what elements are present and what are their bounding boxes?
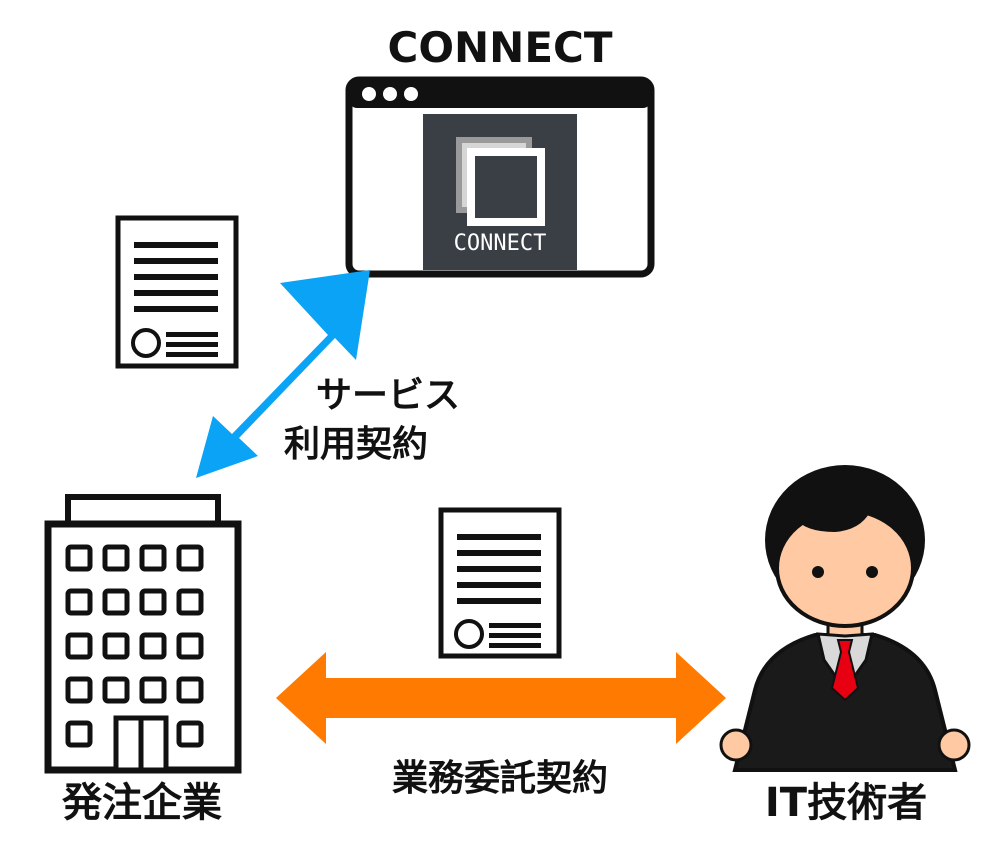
- office-building-icon: [44, 494, 242, 774]
- logo-text: CONNECT: [454, 231, 547, 256]
- connect-logo: CONNECT: [423, 114, 577, 270]
- platform-title: CONNECT: [388, 23, 613, 72]
- outsourcing-contract-arrow: [276, 652, 726, 744]
- client-company-label: 発注企業: [62, 780, 222, 826]
- browser-window-icon: CONNECT: [345, 76, 655, 278]
- service-contract-label-line2: 利用契約: [284, 424, 428, 465]
- outsourcing-contract-label: 業務委託契約: [392, 758, 608, 799]
- businessman-icon: [719, 465, 971, 772]
- service-contract-arrow: [196, 270, 370, 478]
- it-engineer-label: IT技術者: [765, 780, 927, 826]
- contract-document-icon: [115, 215, 239, 369]
- service-contract-label-line1: サービス: [316, 375, 460, 416]
- contract-document-icon: [438, 507, 562, 659]
